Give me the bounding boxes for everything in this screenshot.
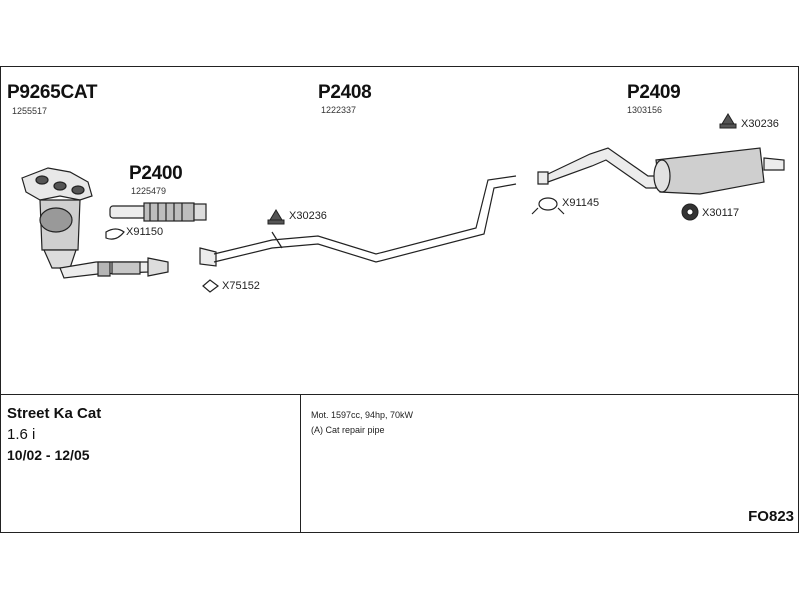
divider-vertical xyxy=(300,394,301,533)
part-number-rear-silencer: 1303156 xyxy=(627,105,663,115)
front-pipe-drawing xyxy=(109,202,207,222)
accessory-code-rubber-rear: X30117 xyxy=(702,207,740,219)
note-motor: Mot. 1597cc, 94hp, 70kW xyxy=(311,410,414,420)
accessory-code-hanger-middle: X30236 xyxy=(289,210,327,222)
part-number-front-pipe: 1225479 xyxy=(131,186,167,196)
clamp-rear-icon xyxy=(531,197,565,215)
accessory-code-gasket-flange: X75152 xyxy=(222,280,260,292)
note-repair: (A) Cat repair pipe xyxy=(311,425,385,435)
accessory-code-hanger-rear: X30236 xyxy=(741,118,779,130)
divider-horizontal xyxy=(0,394,799,395)
vehicle-engine: 1.6 i xyxy=(7,426,36,443)
hanger-middle-icon xyxy=(267,209,285,225)
catalytic-converter-drawing xyxy=(21,167,169,279)
part-code-cat: P9265CAT xyxy=(7,82,98,103)
part-number-middle-pipe: 1222337 xyxy=(321,105,357,115)
middle-pipe-drawing xyxy=(199,175,517,267)
part-code-front-pipe: P2400 xyxy=(129,163,183,184)
accessory-code-clamp-rear: X91145 xyxy=(562,197,600,209)
part-number-cat: 1255517 xyxy=(12,106,48,116)
rubber-rear-icon xyxy=(681,203,699,221)
diagram-frame xyxy=(0,66,799,533)
rear-silencer-drawing xyxy=(537,147,785,195)
gasket-flange-icon xyxy=(202,279,219,293)
part-code-middle-pipe: P2408 xyxy=(318,82,372,103)
gasket-front-icon xyxy=(105,228,125,240)
vehicle-name: Street Ka Cat xyxy=(7,405,102,422)
diagram-code: FO823 xyxy=(748,508,794,525)
accessory-code-gasket-front: X91150 xyxy=(126,226,164,238)
part-code-rear-silencer: P2409 xyxy=(627,82,681,103)
hanger-rear-icon xyxy=(719,113,737,129)
vehicle-years: 10/02 - 12/05 xyxy=(7,447,90,463)
